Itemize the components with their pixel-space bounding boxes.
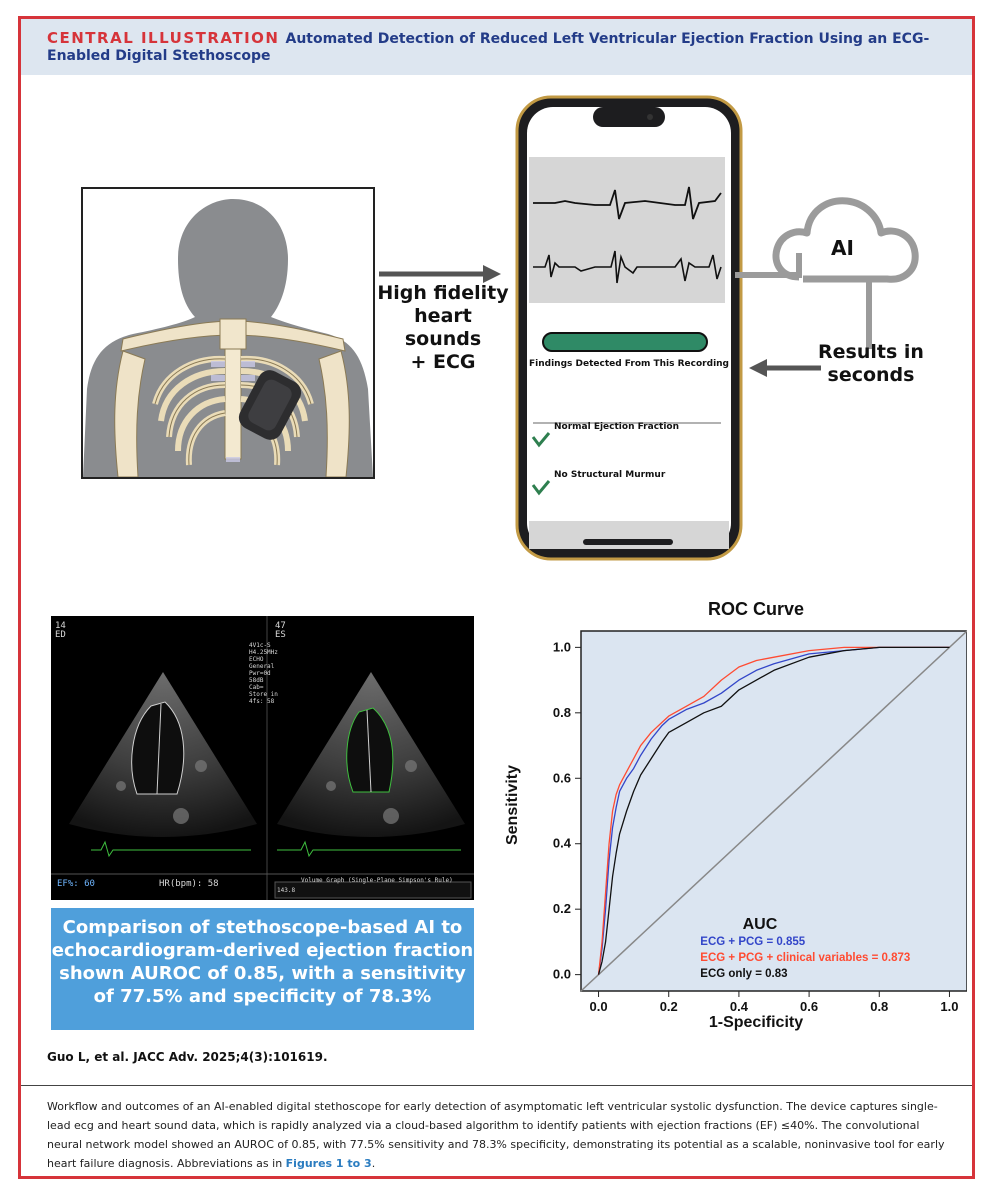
diagonal-reference-line [580, 630, 968, 992]
y-tick-label: 0.8 [553, 705, 571, 720]
figures-link[interactable]: Figures 1 to 3 [285, 1157, 372, 1170]
x-tick-label: 0.2 [660, 999, 678, 1014]
output-arrow [749, 359, 821, 377]
output-label-line-1: Results in [818, 341, 924, 363]
input-label: High fidelity heart sounds + ECG [373, 282, 513, 374]
central-illustration-label: CENTRAL ILLUSTRATION [47, 29, 280, 47]
roc-series-1 [597, 646, 950, 975]
home-indicator [583, 539, 673, 545]
ai-cloud-diagram [735, 197, 919, 349]
legend-entry-2: ECG + PCG + clinical variables = 0.873 [700, 952, 910, 964]
check-icon [531, 432, 551, 448]
echo-volume-graph-label: Volume Graph (Single-Plane Simpson's Rul… [301, 877, 453, 884]
summary-line-2: echocardiogram-derived ejection fraction [51, 940, 474, 961]
figure-caption: Workflow and outcomes of an AI-enabled d… [47, 1100, 945, 1170]
summary-box: Comparison of stethoscope-based AI to ec… [51, 908, 474, 1030]
y-tick-label: 0.2 [553, 901, 571, 916]
x-tick-label: 0.8 [870, 999, 888, 1014]
legend-entry-3: ECG only = 0.83 [700, 968, 787, 980]
x-axis-label: 1-Specificity [709, 1014, 803, 1031]
input-label-line-3: + ECG [410, 351, 476, 373]
heart-sound-waveform [533, 250, 722, 284]
legend-title: AUC [743, 916, 778, 933]
summary-line-4: of 77.5% and specificity of 78.3% [93, 986, 432, 1007]
roc-chart-svg: ROC Curve 1-Specificity Sensitivity 0.0 0… [504, 599, 968, 1031]
caption-text: Workflow and outcomes of an AI-enabled d… [47, 1100, 945, 1170]
figure-title: Automated Detection of Reduced Left Vent… [47, 31, 930, 64]
output-label-line-2: seconds [827, 364, 915, 386]
patient-skeleton-image [83, 189, 373, 477]
summary-line-3: shown AUROC of 0.85, with a sensitivity [59, 963, 466, 984]
y-tick-label: 0.4 [553, 836, 572, 851]
finding-no-murmur: No Structural Murmur [554, 470, 666, 480]
analysis-status-bar [542, 332, 708, 352]
ecg-waveform [533, 186, 722, 220]
input-label-line-1: High fidelity [377, 282, 509, 304]
roc-series-2 [597, 646, 950, 975]
cloud-icon [772, 197, 919, 283]
x-tick-label: 0.0 [590, 999, 608, 1014]
y-tick-label: 1.0 [553, 639, 571, 654]
echo-graph-value: 143.8 [277, 887, 296, 894]
y-tick-label: 0.6 [553, 770, 571, 785]
caption-divider [21, 1085, 972, 1086]
finding-normal-ef: Normal Ejection Fraction [554, 422, 680, 432]
x-tick-label: 0.4 [730, 999, 749, 1014]
roc-chart: ROC Curve 1-Specificity Sensitivity 0.0 0… [497, 595, 968, 1043]
input-label-line-2: heart sounds [404, 305, 482, 350]
summary-line-1: Comparison of stethoscope-based AI to [62, 917, 463, 938]
input-arrow [379, 265, 501, 283]
findings-title: Findings Detected From This Recording [529, 359, 729, 369]
stethoscope-device-icon [238, 370, 302, 440]
echo-settings: 4V1c-S H4.25MHz ECHO General Pwr=0d 58dB… [249, 642, 278, 705]
x-tick-label: 0.6 [800, 999, 818, 1014]
echo-ef-value: EF%: 60 [57, 879, 95, 889]
chart-title: ROC Curve [708, 599, 804, 619]
smartphone [515, 95, 743, 561]
cloud-ai-label: AI [831, 236, 854, 260]
legend-entry-1: ECG + PCG = 0.855 [700, 936, 805, 948]
check-icon [531, 480, 551, 496]
output-label: Results in seconds [811, 341, 931, 387]
ecg-trace-panel [529, 157, 725, 303]
citation: Guo L, et al. JACC Adv. 2025;4(3):101619… [47, 1050, 328, 1064]
y-axis-label: Sensitivity [504, 765, 521, 845]
y-tick-label: 0.0 [553, 967, 571, 982]
x-tick-label: 1.0 [940, 999, 958, 1014]
patient-illustration [81, 187, 375, 479]
echo-hr-value: HR(bpm): 58 [159, 879, 219, 889]
roc-series-3 [597, 646, 950, 975]
